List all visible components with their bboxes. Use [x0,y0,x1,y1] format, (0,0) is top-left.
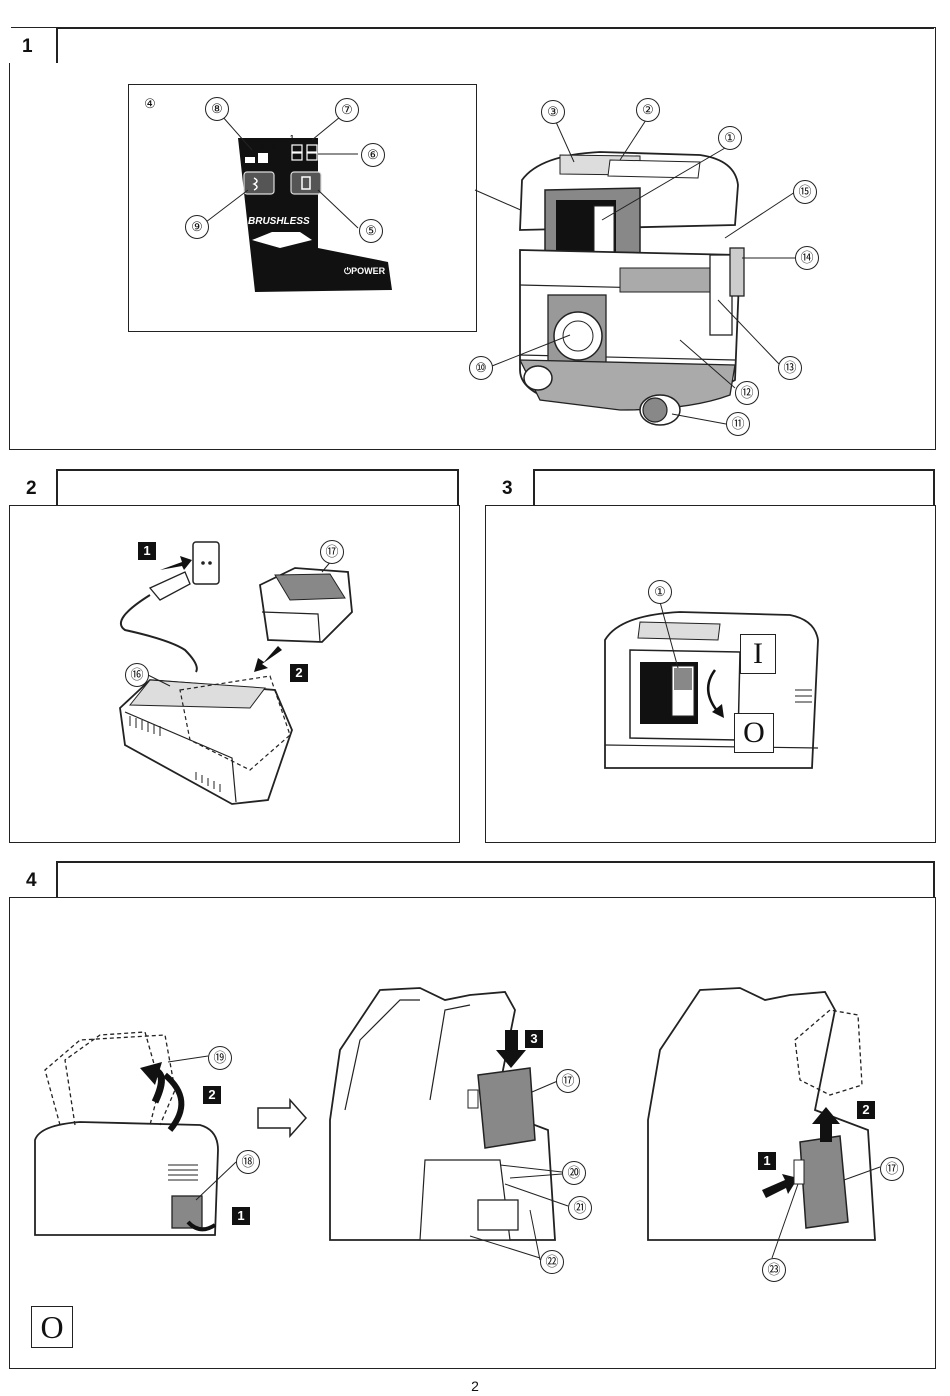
figure-1-tab-top-left [9,27,11,63]
arrow-right-outline-icon [257,1098,308,1138]
figure-4-tab-vline [56,861,58,898]
callout-5: ⑤ [359,219,383,243]
figure-2-tab-vline [56,469,58,506]
figure-3-tab-vline [533,469,535,506]
callout-16: ⑯ [125,663,149,687]
level-number-3: 3 [272,144,276,151]
on-symbol-box: I [740,634,776,674]
callout-10: ⑩ [469,356,493,380]
callout-6: ⑥ [361,143,385,167]
fig4-step-3: 3 [525,1030,543,1048]
fig4-off-symbol-box: O [31,1306,73,1348]
figure-1-tab-vline [56,27,58,63]
figure-1-tab-line [56,27,934,29]
callout-15: ⑮ [793,180,817,204]
callout-21: ㉑ [568,1196,592,1220]
figure-3-tab-top [533,469,935,471]
figure-3-tab-right [933,469,935,506]
power-label: ⏻POWER [344,266,386,276]
callout-8: ⑧ [205,97,229,121]
vacuum-illustration-1 [491,119,796,426]
level-number-1: 1 [290,135,294,142]
fig2-step-1: 1 [138,542,156,560]
fig4-step-2-right: 2 [857,1101,875,1119]
figure-4-tab-right [933,861,935,898]
callout-20: ⑳ [562,1161,586,1185]
brushless-label: BRUSHLESS [248,216,310,227]
callout-22: ㉒ [540,1250,564,1274]
callout-14: ⑭ [795,246,819,270]
callout-13: ⑬ [778,356,802,380]
callout-11: ⑪ [726,412,750,436]
callout-9: ⑨ [185,215,209,239]
callout-18: ⑱ [236,1150,260,1174]
figure-1-tab-cut [10,28,56,63]
figure-4-tab-top [56,861,935,863]
callout-12: ⑫ [735,381,759,405]
callout-1-fig3: ① [648,580,672,604]
fig4-step-1-left: 1 [232,1207,250,1225]
figure-2-tab-top [56,469,459,471]
fig4-step-2-left: 2 [203,1086,221,1104]
callout-7: ⑦ [335,98,359,122]
callout-23: ㉓ [762,1258,786,1282]
fig2-step-2: 2 [290,664,308,682]
figure-2-number: 2 [26,478,37,499]
figure-3-number: 3 [502,478,513,499]
off-symbol-box: O [734,713,774,753]
charger-illustration [119,541,353,805]
figure-2-tab-right [457,469,459,506]
page-number: 2 [471,1378,479,1394]
callout-4: ④ [139,93,161,115]
figure-1-tab [9,27,936,64]
control-panel-drawing [205,115,549,292]
callout-17-mid: ⑰ [556,1069,580,1093]
callout-3: ③ [541,100,565,124]
figure-4-number: 4 [26,870,37,891]
power-icon: ⏻ [344,266,352,276]
callout-2: ② [636,98,660,122]
callout-17-right: ⑰ [880,1157,904,1181]
fig4-step-1-right: 1 [758,1152,776,1170]
callout-1: ① [718,126,742,150]
callout-17-fig2: ⑰ [320,540,344,564]
figure-1-number: 1 [22,36,33,57]
callout-19: ⑲ [208,1046,232,1070]
level-number-2: 2 [260,144,264,151]
